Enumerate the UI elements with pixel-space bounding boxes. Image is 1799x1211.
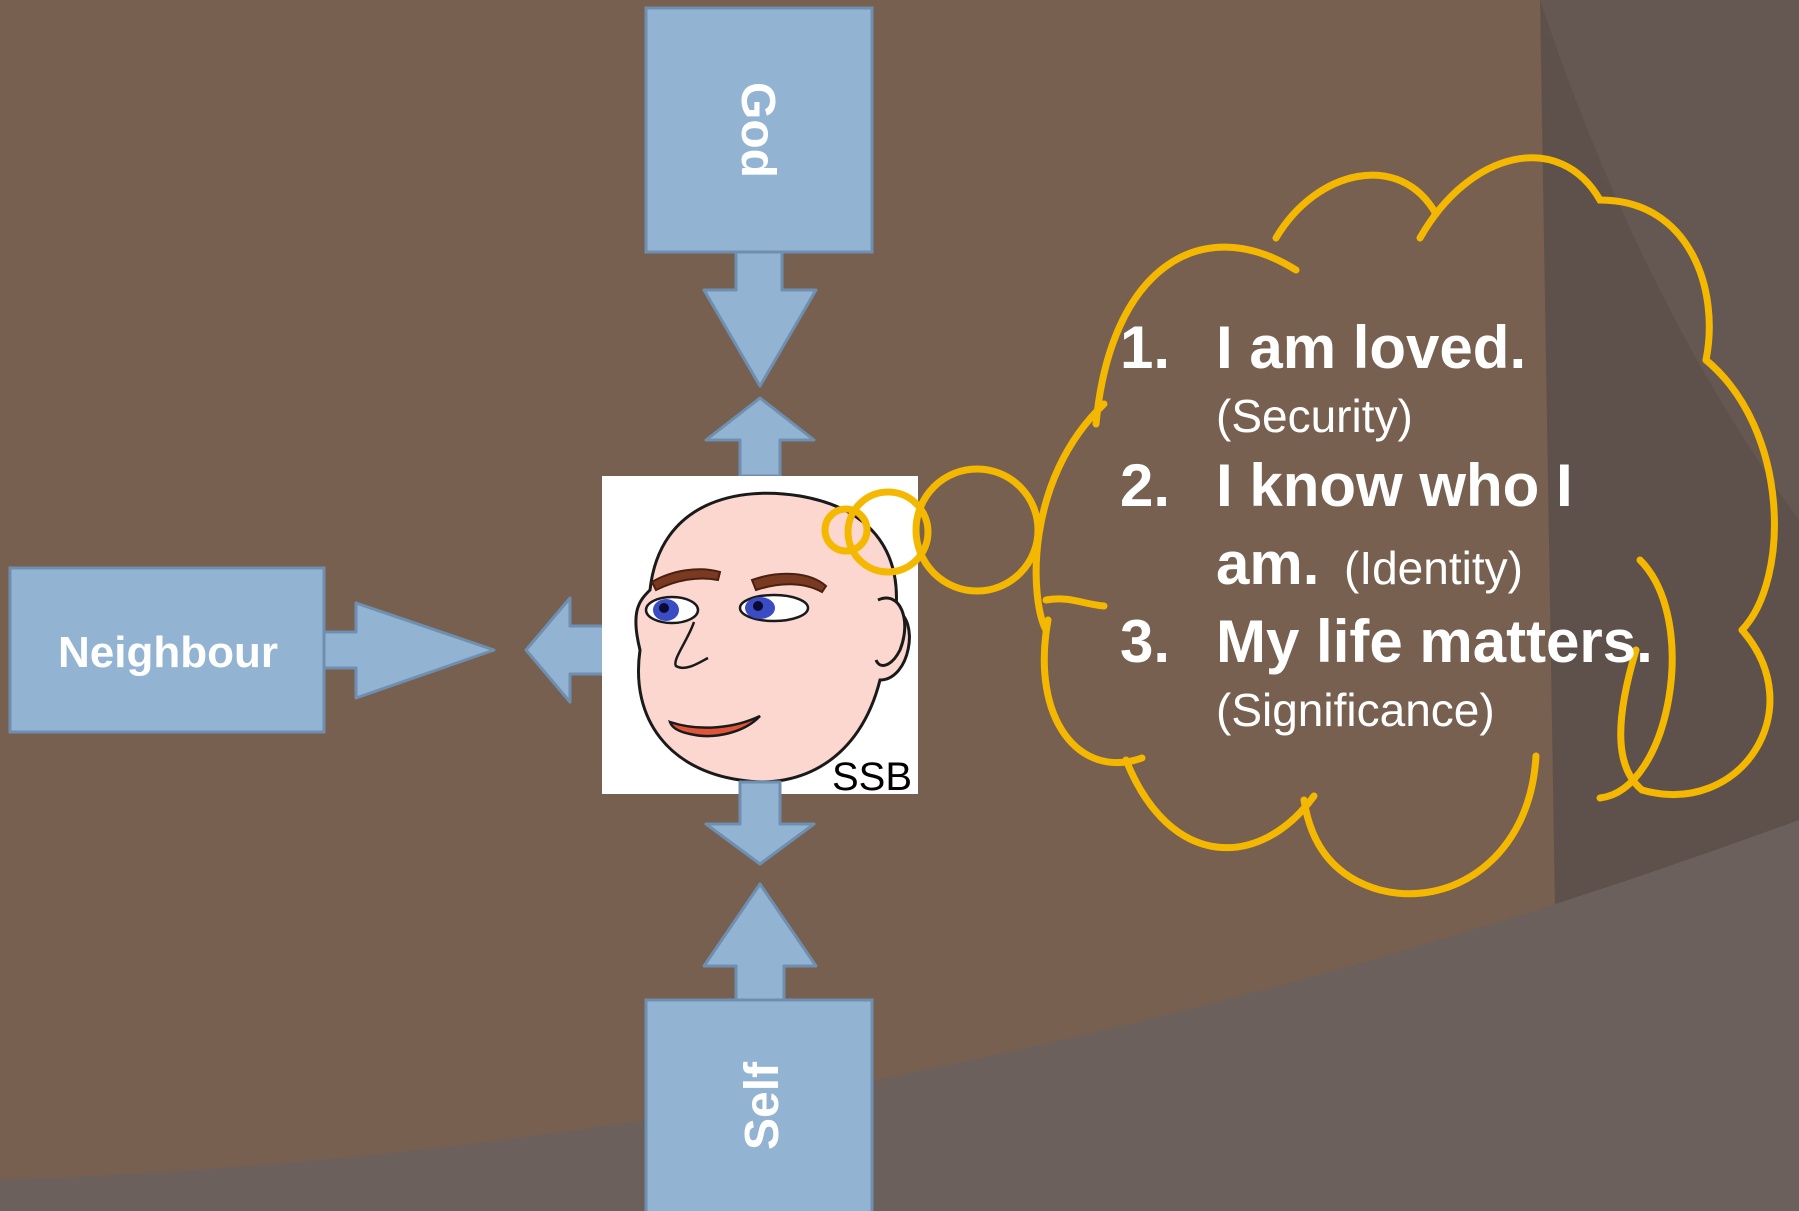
thought-cloud	[1032, 154, 1778, 898]
item-2-note: (Identity)	[1344, 542, 1523, 594]
item-3-note: (Significance)	[1216, 684, 1495, 736]
god-box-arrow: God	[644, 6, 874, 388]
self-box-arrow: Self	[644, 882, 874, 1211]
item-2-main-line1: I know who I	[1216, 452, 1573, 519]
up-arrow	[704, 396, 816, 478]
item-1-number: 1.	[1120, 314, 1170, 381]
item-3-main: My life matters.	[1216, 608, 1653, 675]
item-2-main-line2: am.	[1216, 530, 1319, 597]
neighbour-box-arrow: Neighbour	[8, 566, 496, 734]
god-label: God	[731, 82, 784, 178]
neighbour-label: Neighbour	[58, 628, 278, 677]
face-label: SSB	[832, 755, 912, 799]
item-2-number: 2.	[1120, 452, 1170, 519]
item-3-number: 3.	[1120, 608, 1170, 675]
face-illustration: SSB	[602, 476, 918, 799]
thought-list: 1. I am loved. (Security) 2. I know who …	[1120, 314, 1653, 736]
item-1-note: (Security)	[1216, 390, 1413, 442]
self-label: Self	[736, 1061, 789, 1150]
item-1-main: I am loved.	[1216, 314, 1526, 381]
down-arrow	[704, 780, 816, 866]
